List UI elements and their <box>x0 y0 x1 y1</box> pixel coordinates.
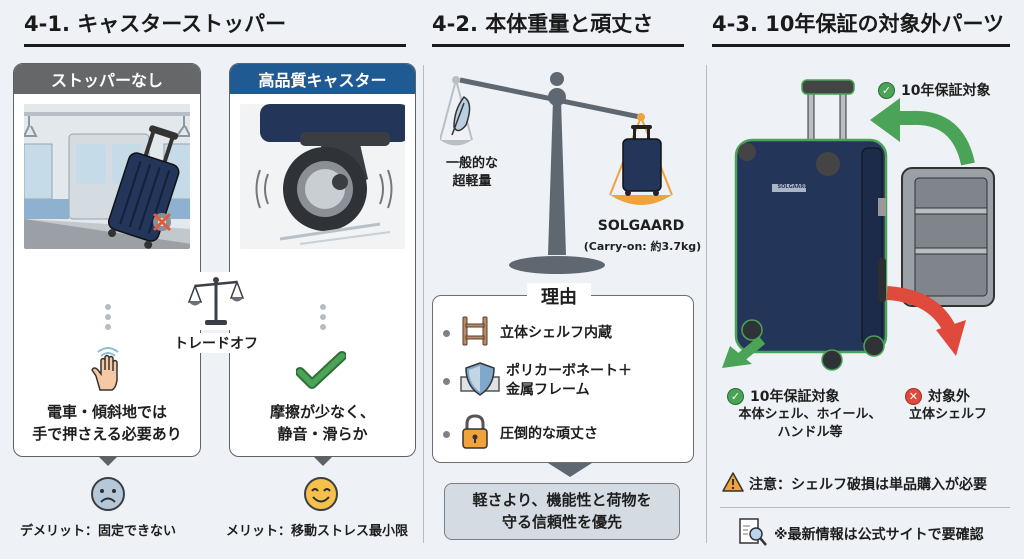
section-title-weight-durability: 4-2. 本体重量と頑丈さ <box>432 8 684 47</box>
down-arrow <box>548 463 592 477</box>
brand-label: SOLGAARD <box>597 218 685 234</box>
excluded-label: ✕ 対象外 <box>905 386 970 406</box>
sad-face-icon <box>90 476 126 512</box>
card-no-stopper: ストッパーなし <box>13 63 201 457</box>
padlock-icon <box>460 414 490 454</box>
bullet <box>443 430 450 438</box>
connector-dots <box>320 304 326 334</box>
top-covered-label: ✓ 10年保証対象 <box>878 80 990 100</box>
balance-scale-icon <box>187 272 245 330</box>
train-slope-illustration <box>24 104 190 249</box>
reason-item-material: ポリカーボネート＋ 金属フレーム <box>443 361 632 401</box>
tradeoff-label: トレードオフ <box>170 333 262 353</box>
section-title-warranty-exclusions: 4-3. 10年保証の対象外パーツ <box>712 8 1010 47</box>
warning-icon <box>722 472 744 496</box>
demerit-label: デメリット：固定できない <box>20 524 177 539</box>
covered-label: ✓ 10年保証対象 <box>727 386 839 406</box>
no-stopper-description: 電車・傾斜地では 手で押さえる必要あり <box>32 403 182 443</box>
reason-text: ポリカーボネート＋ 金属フレーム <box>506 363 632 398</box>
section-title-caster-stopper: 4-1. キャスターストッパー <box>24 8 406 47</box>
suitcase-logo: SOLGAARD <box>777 184 809 190</box>
warning-note: 注意：シェルフ破損は単品購入が必要 <box>722 472 987 496</box>
light-weight-label: 一般的な 超軽量 <box>445 156 498 189</box>
covered-items: 本体シェル、ホイール、 ハンドル等 <box>738 407 882 440</box>
speech-tail-right <box>313 456 333 466</box>
divider-note <box>720 507 1010 508</box>
check-circle-icon: ✓ <box>727 387 744 405</box>
reason-text: 圧倒的な頑丈さ <box>500 425 598 442</box>
document-search-icon <box>738 517 768 551</box>
card-header-no-stopper: ストッパーなし <box>14 64 200 94</box>
card-header-quality-caster: 高品質キャスター <box>230 64 415 94</box>
weight-balance-illustration <box>439 65 700 275</box>
bullet <box>443 329 450 337</box>
excluded-items: 立体シェルフ <box>908 407 987 422</box>
brand-weight-label: (Carry-on: 約3.7kg) <box>583 240 702 253</box>
caster-wheel-illustration <box>240 104 405 249</box>
raised-hand-icon <box>88 344 128 392</box>
reasons-box: 理由 立体シェルフ内蔵 ポリカーボネート＋ 金属フレーム <box>432 283 694 463</box>
merit-label: メリット：移動ストレス最小限 <box>226 524 409 539</box>
x-circle-icon: ✕ <box>905 387 922 405</box>
reason-item-shelf: 立体シェルフ内蔵 <box>443 316 612 350</box>
divider-right <box>706 65 707 543</box>
reasons-title: 理由 <box>527 283 591 309</box>
check-circle-icon: ✓ <box>878 81 895 99</box>
speech-tail-left <box>98 456 118 466</box>
reason-item-durability: 圧倒的な頑丈さ <box>443 414 598 454</box>
connector-dots <box>105 304 111 334</box>
check-icon <box>295 350 347 390</box>
shield-icon <box>460 361 500 401</box>
quality-caster-description: 摩擦が少なく、 静音・滑らか <box>269 403 375 443</box>
card-quality-caster: 高品質キャスター 摩擦が少なく、 静音・滑らか <box>229 63 416 457</box>
conclusion-box: 軽さより、機能性と荷物を 守る信頼性を優先 <box>444 483 680 540</box>
reason-text: 立体シェルフ内蔵 <box>500 324 612 341</box>
smile-face-icon <box>303 476 339 512</box>
divider-left <box>423 65 424 543</box>
official-site-note: ※最新情報は公式サイトで要確認 <box>738 517 984 551</box>
warranty-illustration <box>712 68 1012 378</box>
bullet <box>443 377 450 385</box>
shelf-icon <box>460 316 490 350</box>
